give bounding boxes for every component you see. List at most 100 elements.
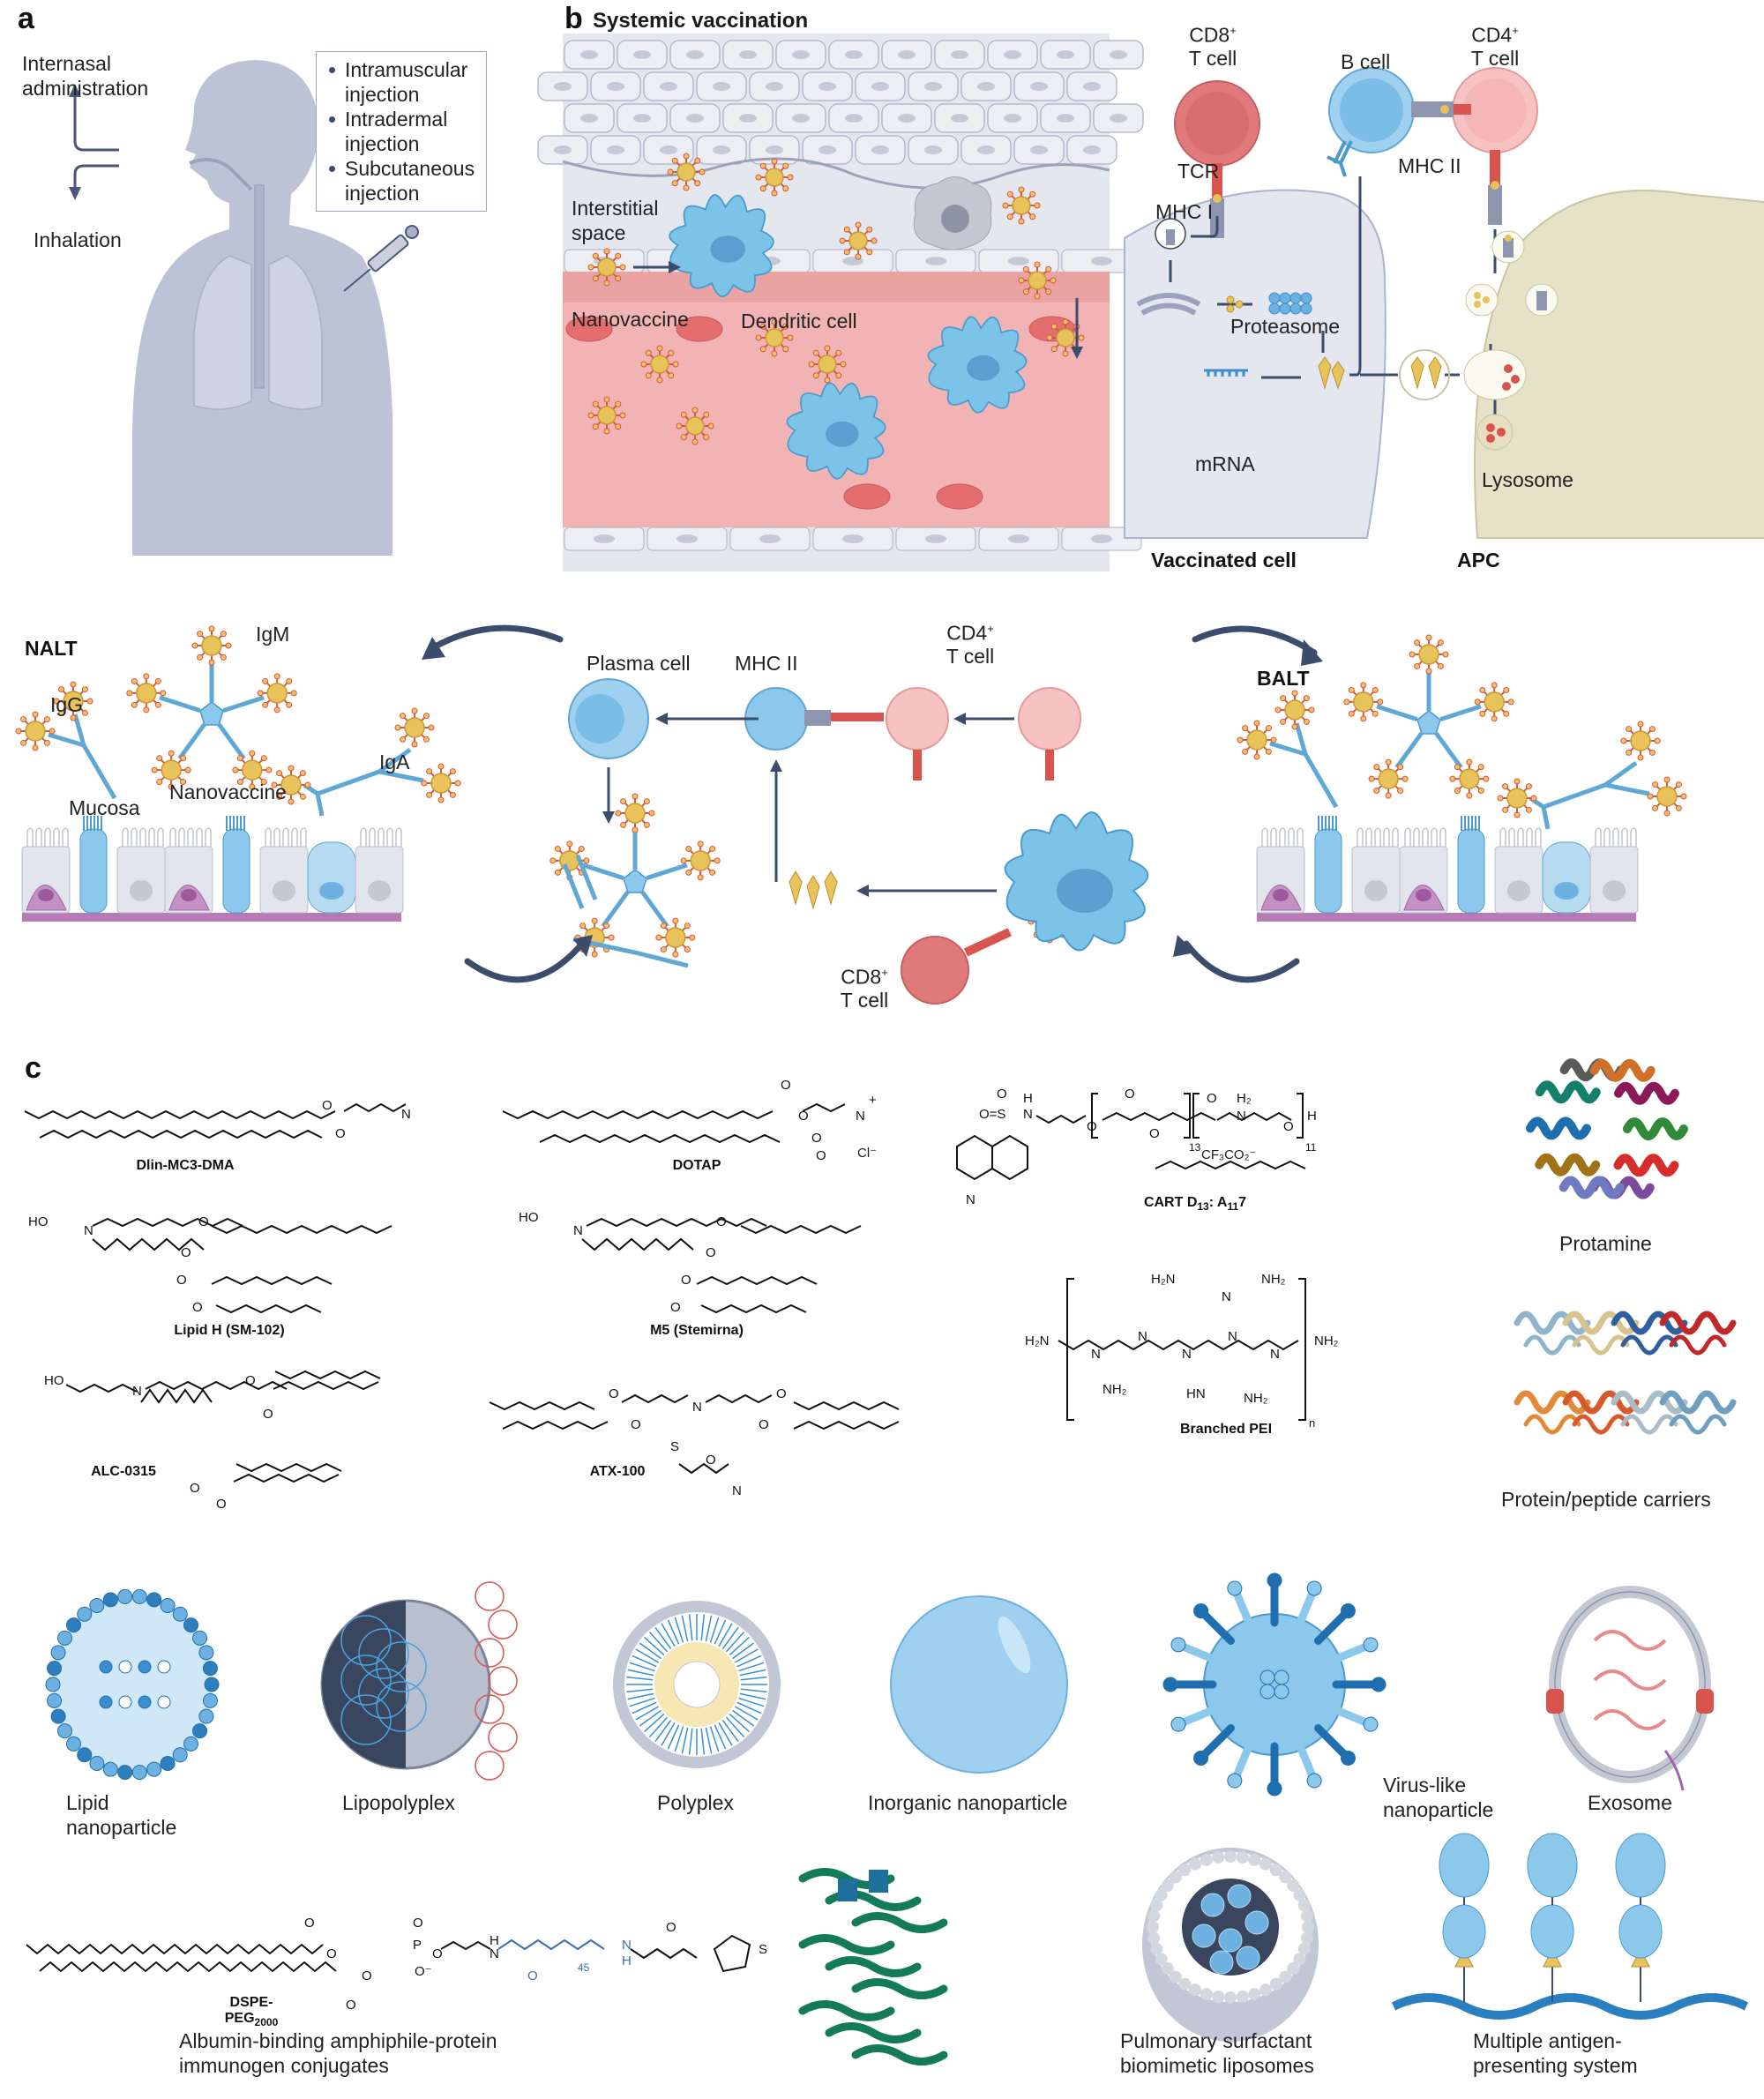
succinimide-ring: [713, 1934, 751, 1973]
protein-helix: [1613, 1154, 1679, 1177]
mrna-label: mRNA: [1195, 452, 1255, 475]
nanovaccine-particle: [421, 763, 461, 803]
nanovaccine-particle: [394, 707, 435, 748]
nanovaccine-particle: [680, 840, 721, 881]
protein-helix: [1613, 1081, 1679, 1105]
carbon-chain: [1058, 1339, 1299, 1351]
atom-label: O: [181, 1245, 191, 1260]
red-blood-cell: [676, 316, 723, 342]
carbon-chain: [1035, 1114, 1087, 1124]
route-item: Subcutaneous injection: [327, 156, 477, 205]
mhc2-label: MHC II: [1398, 154, 1461, 177]
nalt-epithelium: [21, 816, 404, 922]
iga-label: IgA: [379, 751, 410, 773]
free-antibody: [572, 937, 689, 968]
protein-helix: [1589, 1058, 1656, 1082]
repeat-bracket: [1091, 1093, 1098, 1139]
protein-strand: [1514, 1311, 1591, 1335]
cargo-particle: [1218, 1928, 1243, 1953]
repeat-bracket: [1297, 1093, 1304, 1139]
carbon-chain: [502, 1109, 774, 1120]
atom-label: O: [192, 1300, 203, 1315]
nanovaccine-particle: [1046, 318, 1085, 357]
cart-counterion: CF₃CO₂⁻: [1201, 1147, 1257, 1162]
atom-label: O: [666, 1920, 676, 1935]
mucosa-label: Mucosa: [69, 796, 140, 819]
lipopolyplex-icon: [320, 1581, 518, 1781]
atom-label: O: [1149, 1126, 1160, 1141]
free-antibody: [562, 855, 598, 909]
carrier-domain: [1615, 1833, 1666, 1898]
protein-helix: [1623, 1117, 1688, 1140]
basement-membrane: [22, 913, 401, 922]
nanovaccine-particle: [1343, 682, 1384, 722]
igm-antibody: [549, 793, 721, 958]
atom-label: N: [732, 1483, 742, 1498]
atom-label: N: [1182, 1347, 1192, 1362]
nanovaccine-particle: [126, 673, 167, 713]
pulmonary-label: Pulmonary surfactant biomimetic liposome…: [1120, 2029, 1314, 2077]
cd8-t-cell-center: [901, 936, 969, 1005]
protein-strand: [1523, 1414, 1581, 1435]
atom-label: H: [1023, 1091, 1033, 1106]
atom-label: S: [759, 1942, 767, 1957]
polymer-coil: [488, 1722, 518, 1752]
panel-b-letter: b: [564, 2, 583, 35]
repeat-bracket: [1184, 1093, 1191, 1139]
atom-label: HO: [28, 1214, 49, 1229]
spike-protein: [1231, 1737, 1255, 1782]
protein-strand: [851, 2044, 948, 2065]
nanovaccine-particle: [755, 158, 794, 197]
nanovaccine-particle: [1474, 682, 1514, 722]
atom-label: O=S: [979, 1107, 1005, 1122]
vaccinated-cell-label: Vaccinated cell: [1151, 549, 1297, 571]
antigen-protein-icon: [1318, 356, 1442, 390]
carbon-chain: [581, 1237, 694, 1251]
atom-label: O: [190, 1481, 200, 1496]
atom-label: O: [706, 1245, 716, 1260]
cd8-sup: +: [1230, 24, 1237, 37]
columnar-cell: [1351, 846, 1401, 914]
carbon-chain: [793, 1420, 900, 1430]
nanovaccine-particle: [53, 681, 93, 721]
route-inhalation-label: Inhalation: [34, 228, 122, 251]
polymer-coil: [475, 1638, 505, 1668]
nanovaccine-particle: [1409, 634, 1449, 675]
spike-protein: [1313, 1609, 1350, 1646]
plasma-cell-label: Plasma cell: [587, 652, 691, 675]
spike-protein: [1199, 1723, 1236, 1760]
nalt-label: NALT: [25, 637, 78, 660]
nanovaccine-particle: [587, 248, 626, 287]
atom-label: N: [84, 1223, 93, 1238]
nanovaccine-particle: [1018, 261, 1057, 300]
atom-label: N: [1237, 1109, 1246, 1124]
carbon-chain: [211, 1224, 392, 1235]
mucosal-immunity-illustration: [15, 624, 1687, 1005]
polymer-coil: [488, 1610, 518, 1640]
atom-label: N: [1228, 1329, 1237, 1344]
carbon-chain: [215, 1303, 322, 1314]
protein-strand: [1562, 1390, 1640, 1415]
cargo-particle: [1236, 1946, 1260, 1970]
atom-label: H: [490, 1933, 499, 1948]
nanovaccine-particle: [587, 396, 626, 435]
atom-label: N: [490, 1946, 499, 1961]
inorganic-nanoparticle-icon: [890, 1595, 1068, 1774]
ciliated-cell: [79, 828, 108, 914]
panel-b-title: Systemic vaccination: [593, 9, 809, 33]
atom-label: O: [798, 1109, 809, 1124]
igm-antibody: [1343, 634, 1514, 799]
atom-label: O: [781, 1078, 791, 1093]
cd4-name: CD4: [946, 621, 988, 645]
atom-label: O: [432, 1946, 443, 1961]
spike-protein: [1231, 1587, 1255, 1632]
igg-antibody: [1237, 690, 1339, 809]
nanovaccine-particle: [808, 345, 847, 384]
protein-helix: [1535, 1080, 1601, 1104]
atom-label: NH₂: [1244, 1391, 1268, 1406]
dspe-peg-name: DSPE-PEG2000: [207, 1995, 295, 2028]
carbon-chain: [233, 1473, 340, 1483]
carbon-chain: [586, 1217, 767, 1228]
cart-mid: : A: [1208, 1195, 1228, 1210]
